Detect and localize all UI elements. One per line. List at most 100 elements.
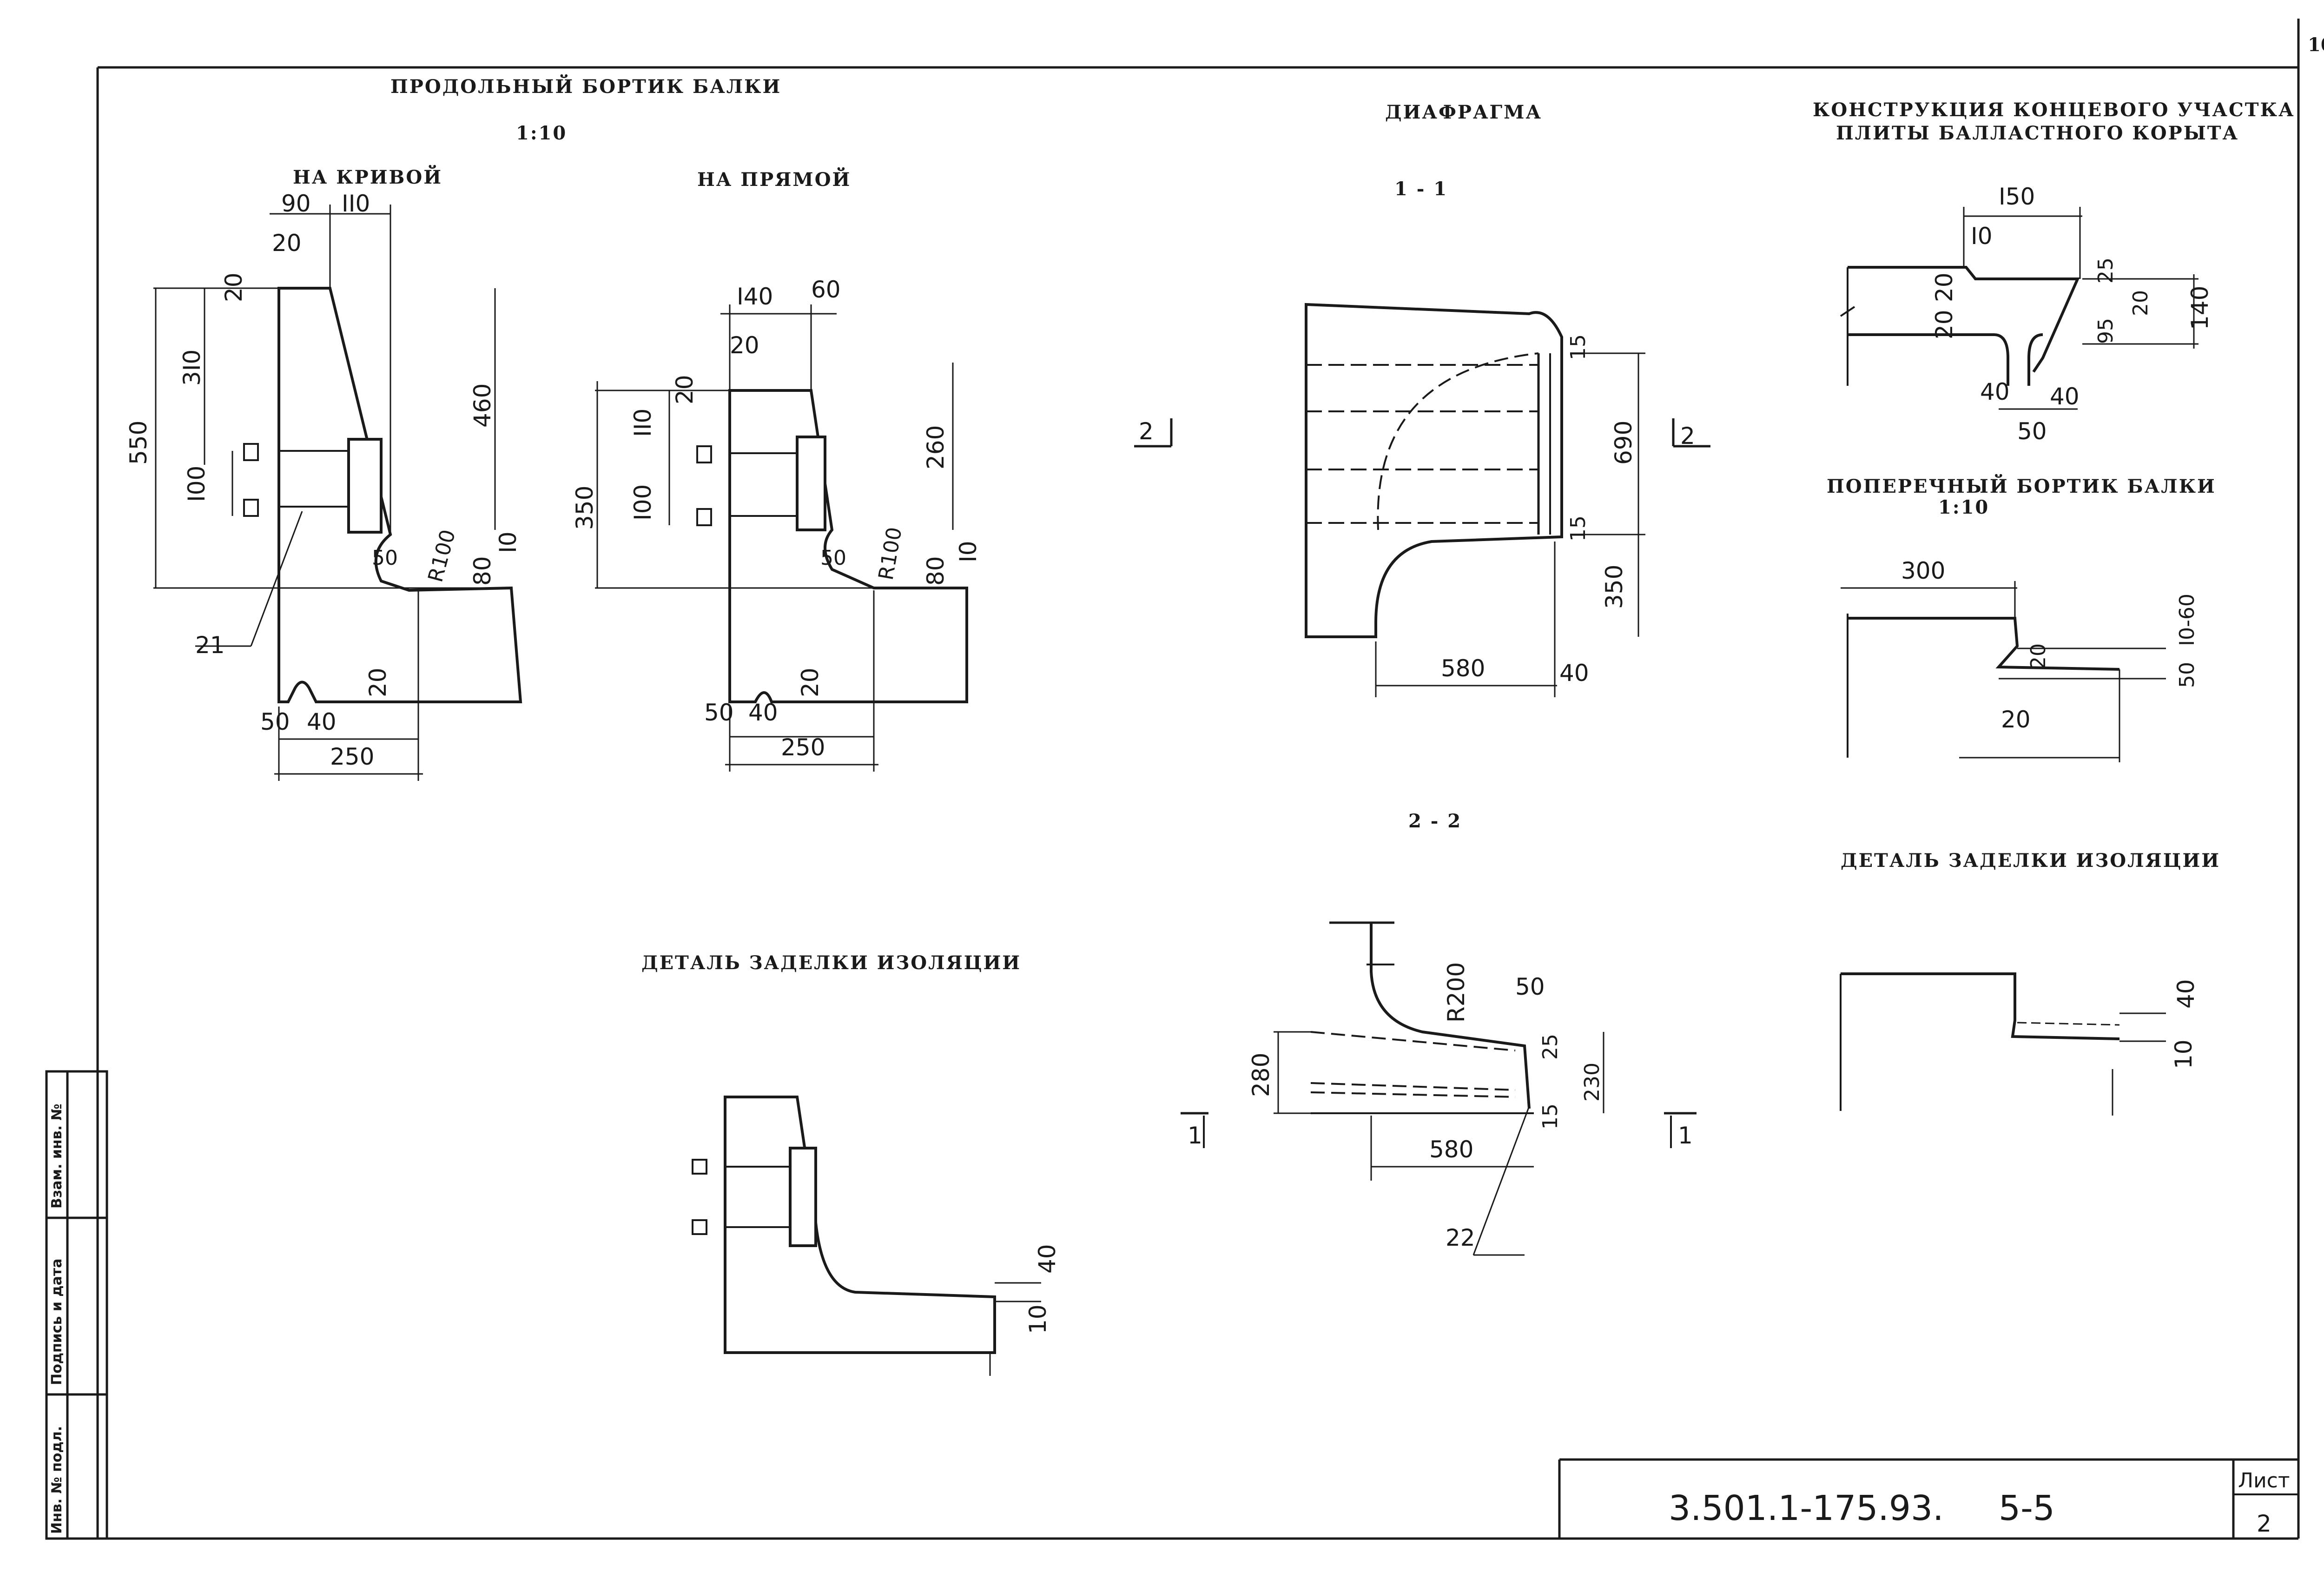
dim-straight-250: 250 — [781, 734, 825, 761]
dim-straight-140: I40 — [737, 283, 773, 310]
dim-end-95: 95 — [2094, 318, 2118, 344]
cut-mark-1-right: 1 — [1678, 1122, 1693, 1149]
title-transverse-scale: 1:10 — [1938, 496, 1989, 518]
dim-curve-bot-20: 20 — [364, 667, 391, 697]
dim-end-50: 50 — [2017, 418, 2047, 445]
side-stamp-cell-1: Взам. инв. № — [49, 1103, 65, 1209]
dim-straight-bot-50: 50 — [704, 699, 734, 726]
dim-end-25: 25 — [2094, 258, 2118, 284]
title-longitudinal-bead: ПРОДОЛЬНЫЙ БОРТИК БАЛКИ — [390, 74, 781, 98]
sheet-number: 2 — [2257, 1510, 2271, 1537]
dim-curve-90: 90 — [281, 190, 311, 217]
dim-straight-100: I00 — [629, 484, 656, 521]
dim-transverse-20-bot: 20 — [2001, 706, 2031, 733]
title-end-section-line-1: КОНСТРУКЦИЯ КОНЦЕВОГО УЧАСТКА — [1813, 99, 2295, 121]
dim-s11-15-bot: 15 — [1566, 515, 1590, 542]
cut-mark-2-right: 2 — [1680, 423, 1695, 449]
dim-end-150: I50 — [1999, 183, 2035, 210]
title-section-1-1: 1 - 1 — [1394, 178, 1448, 200]
dim-curve-250: 250 — [330, 743, 374, 770]
dim-curve-r100: R100 — [423, 527, 460, 585]
title-on-straight: НА ПРЯМОЙ — [697, 167, 851, 191]
on-curve-drawing: 90 II0 20 20 550 3I0 I00 460 50 R100 80 … — [125, 190, 522, 781]
cut-mark-2-left: 2 — [1139, 418, 1154, 445]
dim-straight-10: I0 — [955, 541, 982, 562]
dim-s22-50: 50 — [1515, 973, 1545, 1000]
drawing-code: 3.501.1-175.93. — [1669, 1488, 1944, 1528]
dim-curve-310: 3I0 — [178, 350, 205, 386]
dim-straight-r100: R100 — [874, 525, 907, 582]
side-stamp-cell-2: Подпись и дата — [49, 1259, 65, 1385]
dim-curve-left-20: 20 — [272, 230, 302, 257]
dim-curve-top-20: 20 — [220, 272, 247, 302]
section-1-1-drawing: 15 690 15 350 580 40 2 2 — [1134, 303, 1710, 697]
dim-end-20-right: 20 — [2129, 290, 2152, 316]
callout-22: 22 — [1446, 1224, 1475, 1251]
dim-insulation-left-40: 40 — [1034, 1244, 1061, 1274]
title-diaphragm: ДИАФРАГМА — [1385, 101, 1542, 123]
title-section-2-2: 2 - 2 — [1408, 810, 1462, 832]
dim-straight-60: 60 — [811, 276, 841, 303]
end-section-drawing: I50 I0 20 25 20 140 20 95 40 40 50 — [1840, 183, 2213, 445]
dim-s22-25: 25 — [1538, 1034, 1562, 1060]
dim-transverse-50: 50 — [2175, 662, 2199, 688]
on-straight-drawing: I40 60 20 20 350 II0 I00 260 50 R100 80 … — [571, 276, 982, 772]
dim-end-20-lower: 20 — [1931, 310, 1958, 339]
title-end-section-line-2: ПЛИТЫ БАЛЛАСТНОГО КОРЫТА — [1836, 122, 2239, 144]
insulation-left-drawing: 40 10 — [692, 1096, 1061, 1376]
dim-s22-280: 280 — [1248, 1053, 1274, 1097]
dim-s22-580: 580 — [1429, 1136, 1473, 1163]
dim-curve-100: I00 — [183, 466, 210, 502]
dim-end-40-right: 40 — [2050, 383, 2080, 410]
transverse-drawing: 300 I0-60 20 50 20 — [1841, 557, 2199, 762]
dim-straight-left-20: 20 — [730, 332, 759, 359]
dim-straight-350: 350 — [571, 486, 598, 530]
dim-s22-15: 15 — [1538, 1103, 1562, 1130]
corner-sheet-number: 10 — [2308, 34, 2324, 56]
title-insulation-left: ДЕТАЛЬ ЗАДЕЛКИ ИЗОЛЯЦИИ — [641, 952, 1021, 974]
dim-curve-550: 550 — [125, 421, 152, 465]
dim-straight-80: 80 — [922, 556, 949, 586]
cut-mark-1-left: 1 — [1188, 1122, 1202, 1149]
dim-end-10: I0 — [1971, 223, 1993, 250]
title-insulation-right: ДЕТАЛЬ ЗАДЕЛКИ ИЗОЛЯЦИИ — [1841, 850, 2220, 872]
dim-straight-bot-20: 20 — [797, 667, 824, 697]
dim-s11-350: 350 — [1601, 565, 1628, 609]
dim-curve-bot-40: 40 — [307, 708, 337, 735]
title-block: 3.501.1-175.93. 5-5 Лист 2 — [1558, 1458, 2298, 1539]
dim-insulation-right-40: 40 — [2172, 979, 2199, 1009]
side-stamp: Взам. инв. № Подпись и дата Инв. № подл. — [45, 1070, 108, 1540]
dim-transverse-300: 300 — [1901, 557, 1945, 584]
dim-transverse-20-top: 20 — [2027, 643, 2050, 669]
callout-21: 21 — [195, 632, 225, 659]
dim-s22-r200: R200 — [1443, 962, 1470, 1023]
dim-straight-260: 260 — [922, 425, 949, 469]
sheet-label: Лист — [2238, 1469, 2290, 1493]
dim-curve-10: I0 — [495, 531, 522, 553]
dim-s11-15-top: 15 — [1566, 334, 1590, 360]
dim-straight-110: II0 — [629, 409, 656, 437]
dim-end-20-left: 20 — [1931, 272, 1958, 302]
dim-transverse-10-60: I0-60 — [2175, 594, 2199, 646]
sheet-frame — [46, 19, 2300, 1540]
dim-end-140: 140 — [2186, 286, 2213, 330]
dim-insulation-left-10: 10 — [1024, 1304, 1051, 1334]
dim-curve-460: 460 — [469, 383, 496, 428]
dim-insulation-right-10: 10 — [2170, 1039, 2197, 1069]
title-on-curve: НА КРИВОЙ — [293, 165, 442, 188]
insulation-right-drawing: 40 10 — [1840, 972, 2199, 1116]
dim-straight-r50: 50 — [820, 546, 846, 570]
sheet-ref: 5-5 — [1999, 1488, 2055, 1528]
dim-s22-230: 230 — [1580, 1063, 1604, 1102]
dim-curve-110: II0 — [342, 190, 370, 217]
dim-s11-690: 690 — [1610, 421, 1637, 465]
dim-curve-bot-50: 50 — [260, 708, 290, 735]
dim-end-40-left: 40 — [1980, 378, 2010, 405]
dim-s11-580: 580 — [1441, 655, 1485, 682]
dim-curve-r50: 50 — [372, 546, 398, 570]
title-longitudinal-scale: 1:10 — [516, 122, 567, 144]
dim-s11-40: 40 — [1559, 660, 1589, 687]
title-transverse-bead: ПОПЕРЕЧНЫЙ БОРТИК БАЛКИ — [1827, 474, 2216, 497]
dim-straight-top-20: 20 — [671, 375, 698, 404]
